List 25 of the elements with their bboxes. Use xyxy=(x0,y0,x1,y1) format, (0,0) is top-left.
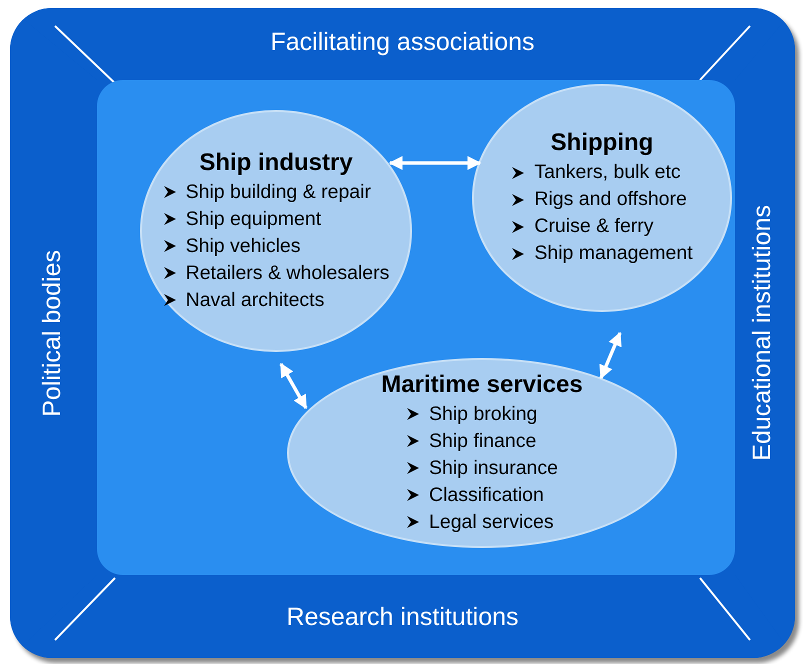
list-item: Tankers, bulk etc xyxy=(534,160,681,185)
list-item: Ship broking xyxy=(429,402,538,426)
band-label: Educational institutions xyxy=(748,205,777,461)
list-item: Ship building & repair xyxy=(186,180,371,204)
double-arrow xyxy=(279,362,308,410)
band-label: Political bodies xyxy=(38,250,67,416)
inner-panel xyxy=(97,80,735,575)
double-arrow xyxy=(388,156,482,170)
sector-heading: Maritime services xyxy=(381,370,583,398)
list-item: Ship equipment xyxy=(186,206,322,232)
band-label: Research institutions xyxy=(286,603,519,631)
list-item: Rigs and offshore xyxy=(534,187,687,212)
list-item: Naval architects xyxy=(186,288,324,312)
list-item: Classification xyxy=(429,482,544,508)
list-item: Ship insurance xyxy=(429,456,558,480)
sector-heading: Ship industry xyxy=(199,148,353,176)
list-item: Retailers & wholesalers xyxy=(186,260,390,286)
list-item: Ship finance xyxy=(429,428,536,454)
list-item: Legal services xyxy=(429,510,554,534)
double-arrow xyxy=(599,332,622,380)
list-item: Ship vehicles xyxy=(186,234,301,258)
list-item: Ship management xyxy=(534,241,693,266)
band-label: Facilitating associations xyxy=(270,28,534,56)
sector-heading: Shipping xyxy=(550,129,654,157)
list-item: Cruise & ferry xyxy=(534,214,654,239)
